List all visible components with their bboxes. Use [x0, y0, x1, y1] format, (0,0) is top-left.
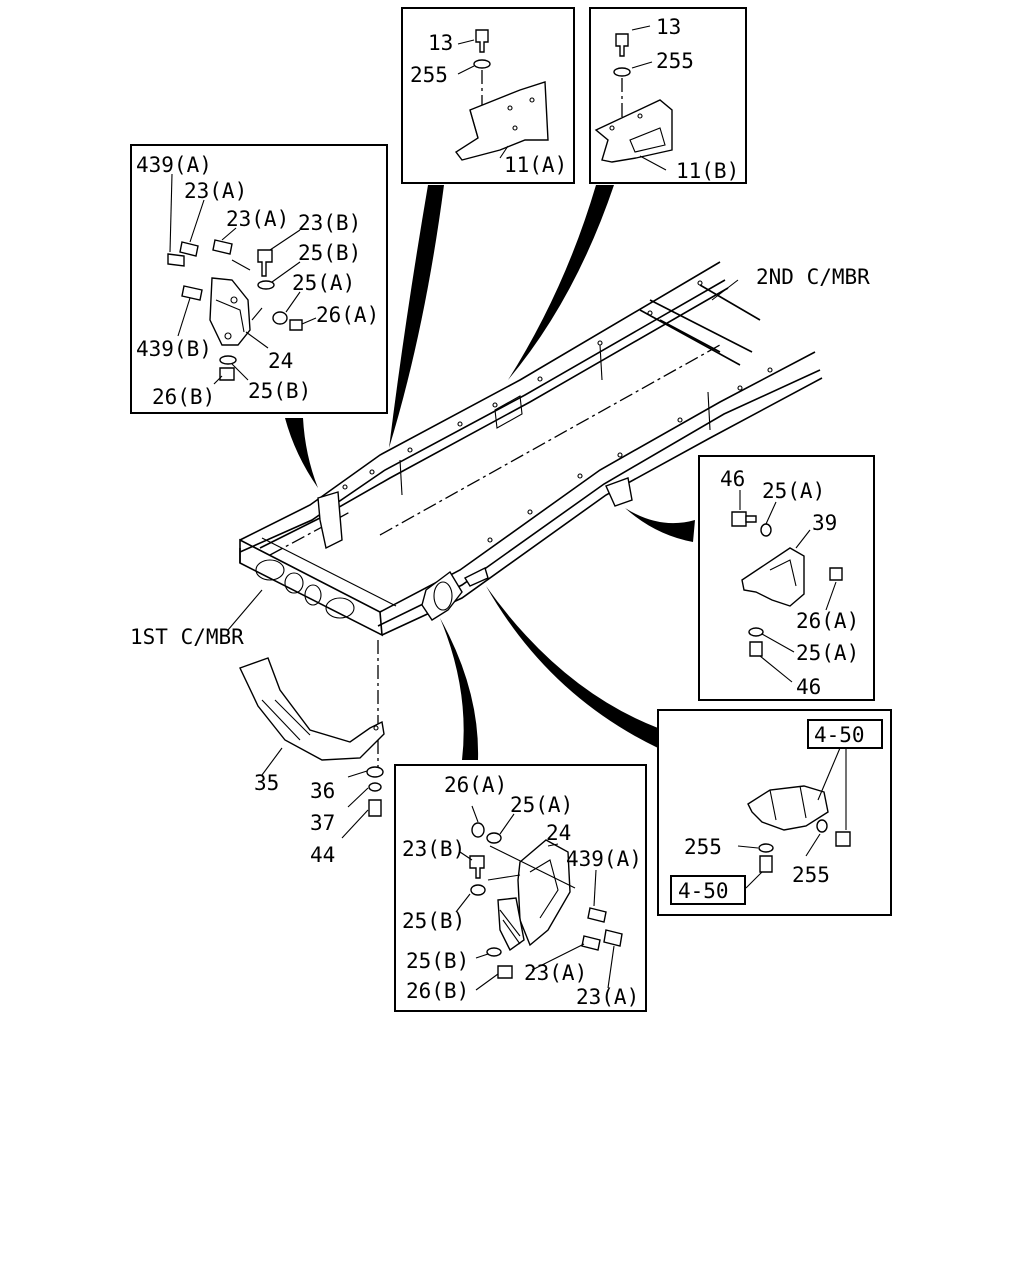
- ref-box-4-50-bottom[interactable]: [670, 875, 746, 905]
- left-label-23a-2: 23(A): [226, 207, 289, 231]
- right-label-46-1: 46: [720, 467, 745, 491]
- label-part-35: 35: [254, 771, 279, 795]
- label-part-44: 44: [310, 843, 335, 867]
- inset-bottom-bracket: 26(A) 25(A) 24 23(B) 439(A) 25(B) 25(B) …: [394, 764, 647, 1012]
- ref-label-255-1: 255: [684, 835, 722, 859]
- right-label-25a-2: 25(A): [796, 641, 859, 665]
- ref-label-4-50-2: 4-50: [678, 879, 729, 903]
- left-label-26b: 26(B): [152, 385, 215, 409]
- truck-frame: [239, 261, 823, 770]
- label-part-37: 37: [310, 811, 335, 835]
- bottom-label-439a: 439(A): [566, 847, 642, 871]
- left-label-439a: 439(A): [136, 153, 212, 177]
- hardware-36-37-44: [341, 766, 384, 839]
- right-label-46-2: 46: [796, 675, 821, 699]
- part-35-bracket: [239, 657, 385, 761]
- bottom-label-26a: 26(A): [444, 773, 507, 797]
- inset-11b-label-255: 255: [656, 49, 694, 73]
- inset-11b: 13 255 11(B): [589, 7, 747, 184]
- inset-right-bracket: 46 25(A) 39 26(A) 25(A) 46: [698, 455, 875, 701]
- inset-left-bracket: 439(A) 23(A) 23(A) 23(B) 25(B) 25(A) 26(…: [130, 144, 388, 414]
- left-label-25b-1: 25(B): [298, 241, 361, 265]
- label-1st-crossmember: 1ST C/MBR: [130, 625, 244, 649]
- left-label-23b: 23(B): [298, 211, 361, 235]
- inset-11b-label-11b: 11(B): [676, 159, 739, 183]
- bottom-label-23b: 23(B): [402, 837, 465, 861]
- bottom-label-25b-2: 25(B): [406, 949, 469, 973]
- inset-11b-label-13: 13: [656, 15, 681, 39]
- inset-11a-label-255: 255: [410, 63, 448, 87]
- ref-label-4-50-1: 4-50: [814, 723, 865, 747]
- right-label-25a-1: 25(A): [762, 479, 825, 503]
- right-label-26a: 26(A): [796, 609, 859, 633]
- left-label-25a: 25(A): [292, 271, 355, 295]
- left-label-24: 24: [268, 349, 293, 373]
- label-part-36: 36: [310, 779, 335, 803]
- bottom-label-26b: 26(B): [406, 979, 469, 1003]
- left-label-26a: 26(A): [316, 303, 379, 327]
- inset-ref-4-50: 4-50 255 255 4-50: [657, 709, 892, 916]
- bottom-label-25a: 25(A): [510, 793, 573, 817]
- inset-11a-label-11a: 11(A): [504, 153, 567, 177]
- right-label-39: 39: [812, 511, 837, 535]
- label-2nd-crossmember: 2ND C/MBR: [756, 265, 870, 289]
- inset-11a: 13 255 11(A): [401, 7, 575, 184]
- bottom-label-25b-1: 25(B): [402, 909, 465, 933]
- left-label-439b: 439(B): [136, 337, 212, 361]
- bottom-label-24: 24: [546, 821, 571, 845]
- inset-11a-label-13: 13: [428, 31, 453, 55]
- bottom-label-23a-2: 23(A): [576, 985, 639, 1009]
- ref-label-255-2: 255: [792, 863, 830, 887]
- bottom-label-23a-1: 23(A): [524, 961, 587, 985]
- left-label-23a-1: 23(A): [184, 179, 247, 203]
- left-label-25b-2: 25(B): [248, 379, 311, 403]
- callout-wedges: [285, 185, 695, 760]
- ref-box-4-50-top[interactable]: [807, 719, 883, 749]
